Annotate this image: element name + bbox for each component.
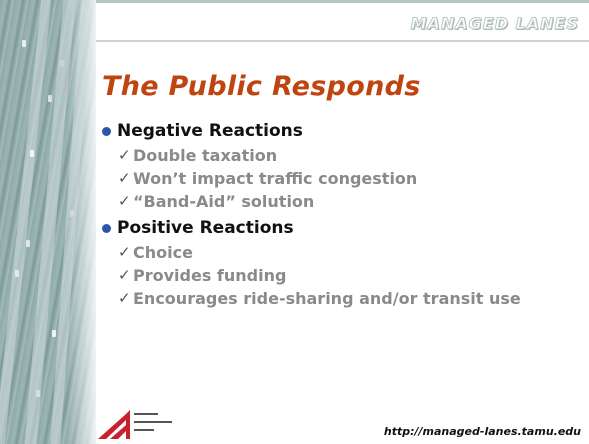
list-item: ✓Provides funding <box>118 266 287 285</box>
checkmark-icon: ✓ <box>118 289 131 307</box>
list-item: ✓Double taxation <box>118 146 278 165</box>
slide-title: The Public Responds <box>102 71 421 102</box>
checkmark-icon: ✓ <box>118 192 131 210</box>
footer-url[interactable]: http://managed-lanes.tamu.edu <box>383 425 581 438</box>
round-bullet-icon <box>102 126 111 136</box>
slide-content: Negative Reactions ✓Double taxation ✓Won… <box>96 118 586 312</box>
header-rule <box>96 0 589 3</box>
section-negative-reactions: Negative Reactions ✓Double taxation ✓Won… <box>96 118 586 213</box>
list-item: ✓Choice <box>118 243 193 262</box>
checkmark-icon: ✓ <box>118 243 131 261</box>
header-divider <box>96 40 589 42</box>
list-item: ✓Encourages ride-sharing and/or transit … <box>118 289 521 308</box>
round-bullet-icon <box>102 223 111 233</box>
section-positive-reactions: Positive Reactions ✓Choice ✓Provides fun… <box>96 215 586 310</box>
section-label: Negative Reactions <box>117 121 303 141</box>
tti-logo <box>98 410 172 439</box>
checkmark-icon: ✓ <box>118 146 131 164</box>
list-item: ✓Won’t impact traffic congestion <box>118 169 418 188</box>
checkmark-icon: ✓ <box>118 169 131 187</box>
item-list: ✓Choice ✓Provides funding ✓Encourages ri… <box>96 241 586 310</box>
checkmark-icon: ✓ <box>118 266 131 284</box>
section-label: Positive Reactions <box>117 218 294 238</box>
list-item: ✓“Band-Aid” solution <box>118 192 315 211</box>
header-title: MANAGED LANES <box>410 14 579 34</box>
item-list: ✓Double taxation ✓Won’t impact traffic c… <box>96 144 586 213</box>
aerial-highway-photo <box>0 0 96 444</box>
